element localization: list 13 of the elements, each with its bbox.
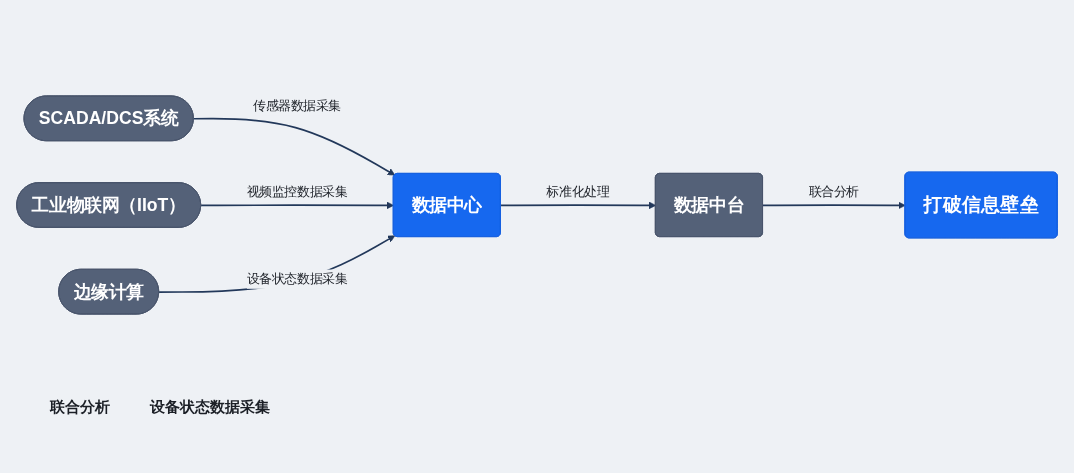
- process-box: 数据中台: [654, 172, 763, 238]
- flowchart-diagram: 传感器数据采集 视频监控数据采集 设备状态数据采集 标准化处理 联合分析 SCADA/DCS系统 工业物联网（IIoT） 边缘计算 数据中心 数据中台 打破信息壁垒: [10, 20, 1064, 390]
- process-box: 打破信息壁垒: [904, 171, 1058, 239]
- arrow: [192, 117, 396, 176]
- arrow: [500, 201, 657, 210]
- process-box: 工业物联网（IIoT）: [16, 182, 202, 228]
- arrow: [200, 201, 394, 210]
- note-text: 联合分析: [50, 398, 110, 417]
- process-box: 边缘计算: [58, 268, 160, 315]
- note-text: 设备状态数据采集: [150, 398, 270, 417]
- arrow: [762, 201, 906, 210]
- process-box: SCADA/DCS系统: [23, 95, 194, 142]
- process-box: 数据中心: [392, 172, 501, 238]
